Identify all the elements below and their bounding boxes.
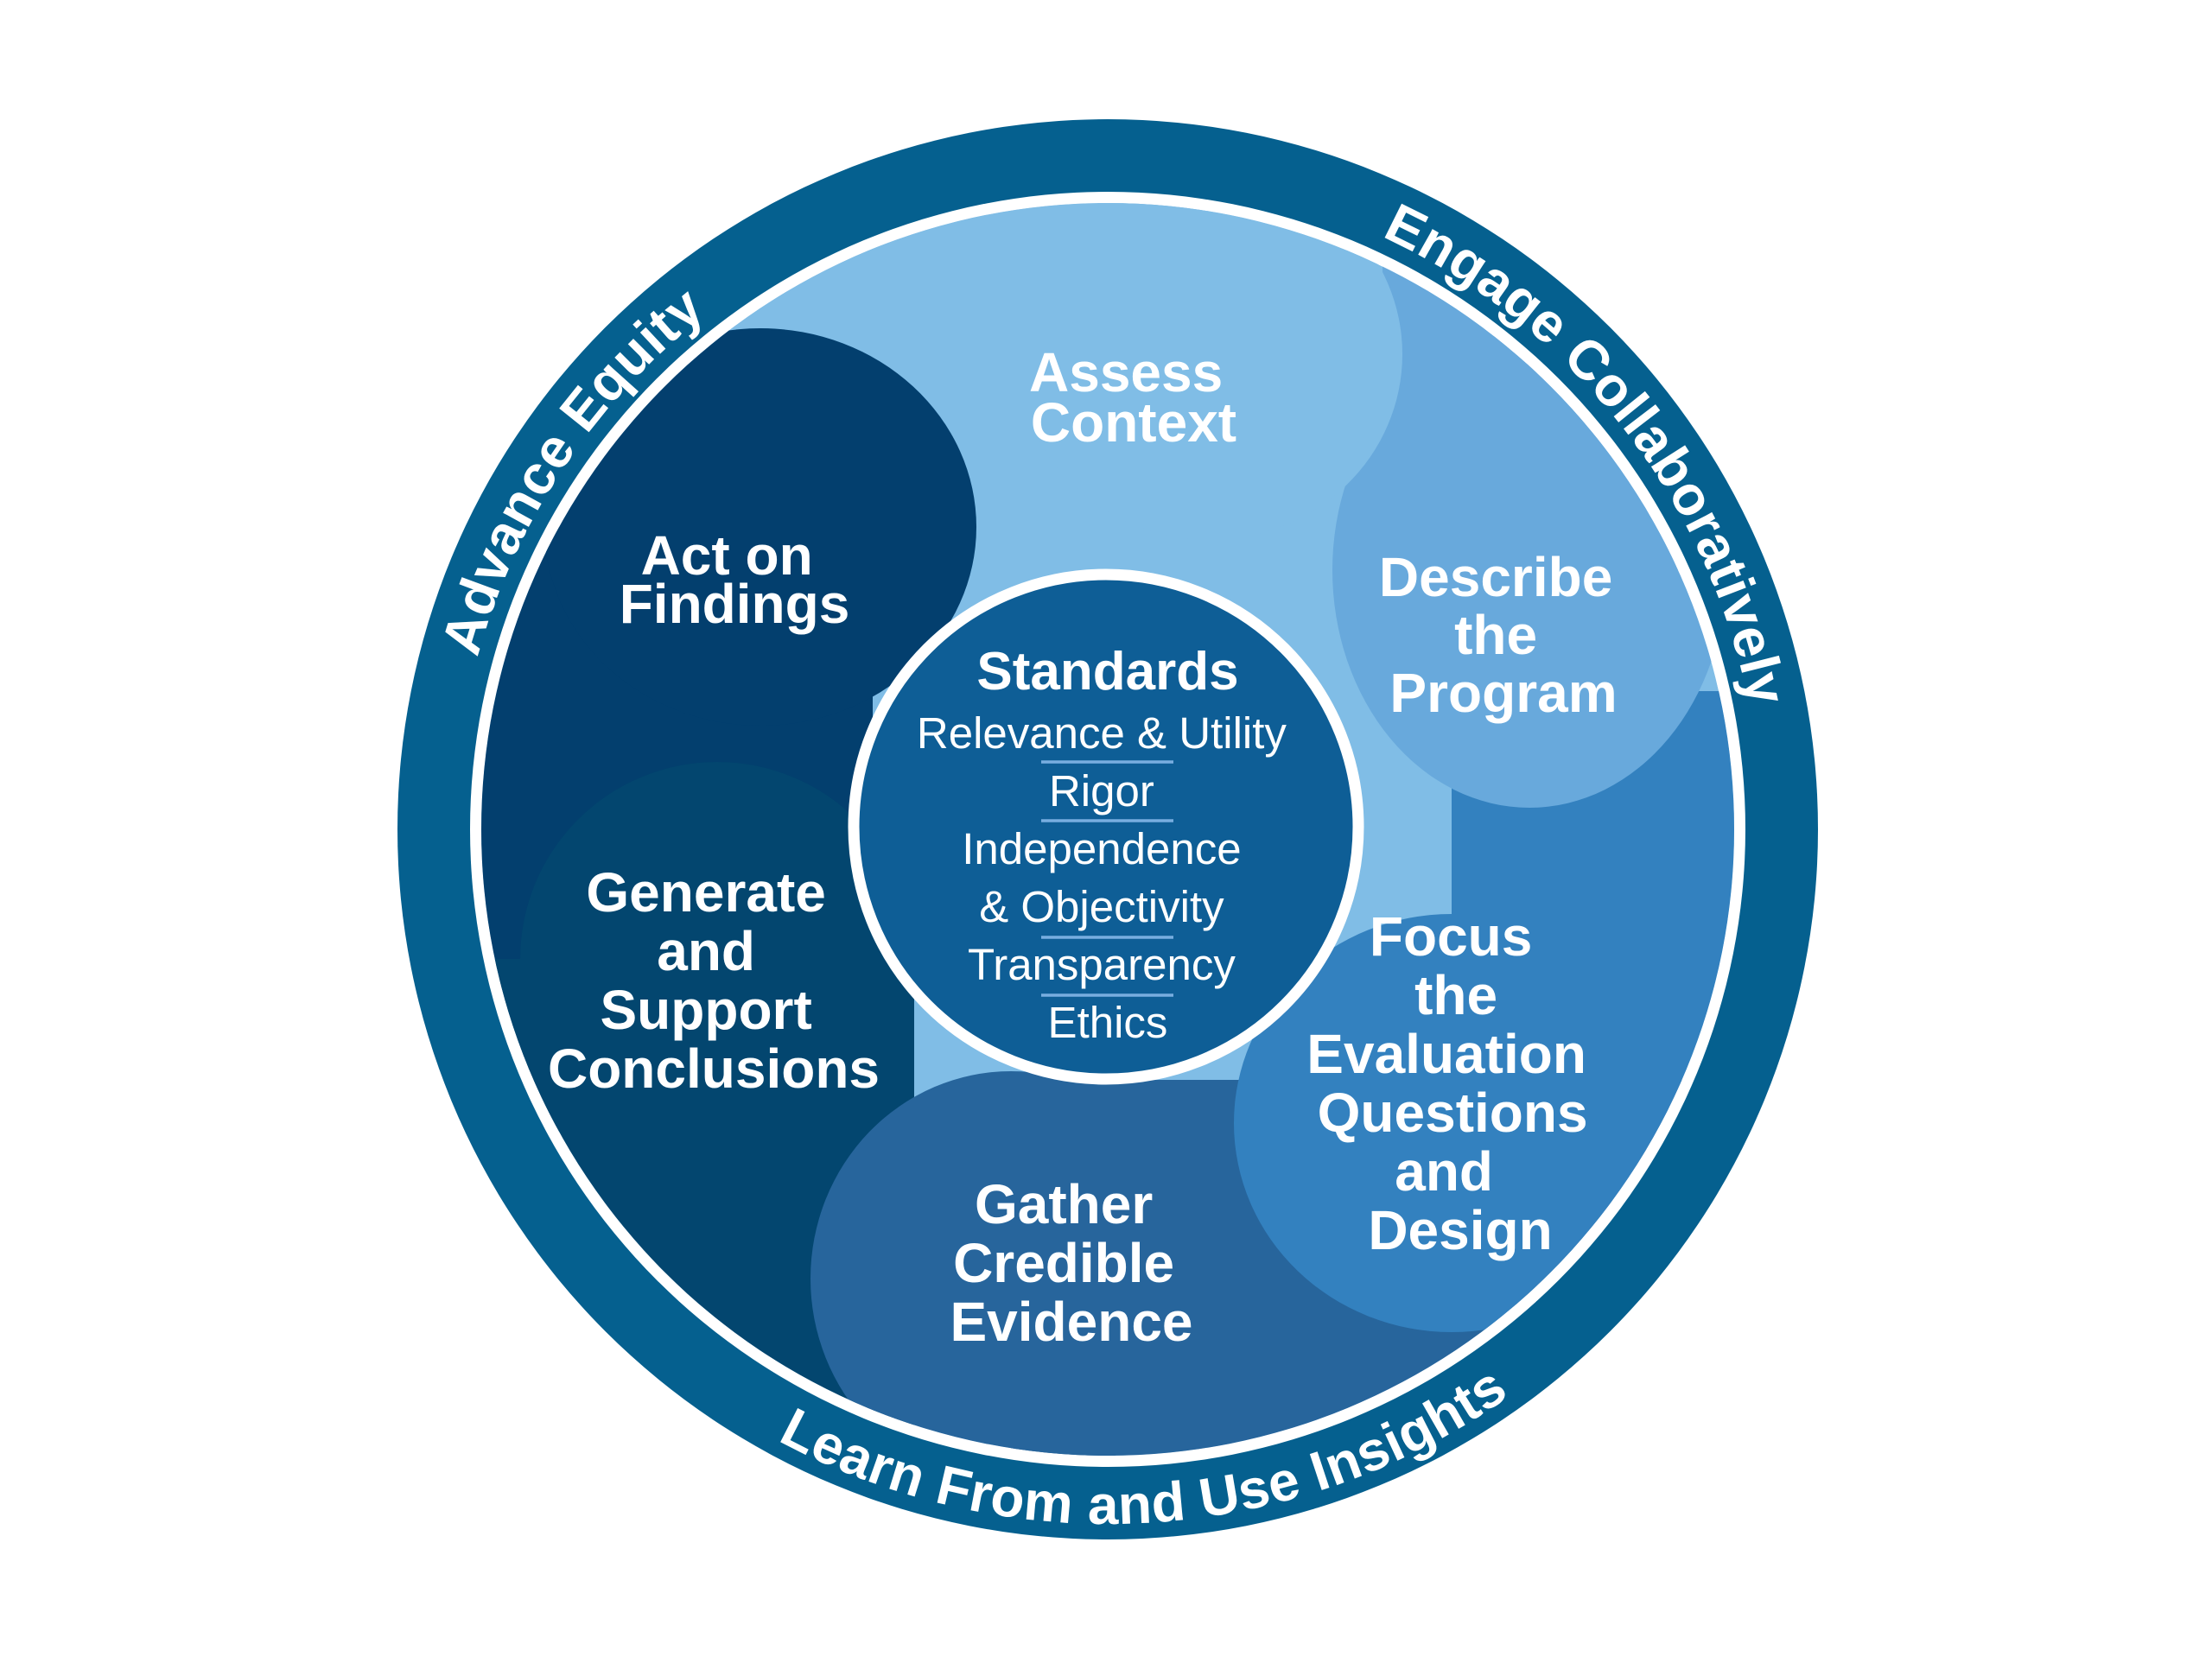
step-label-assess-context: Assess Context [1029,341,1238,454]
step-line: the [1414,964,1497,1026]
step-line: Describe [1379,546,1612,608]
standards-title-text: Standards [976,642,1238,701]
standard-item-rigor: Rigor [1049,766,1154,816]
step-line: Act on [641,524,813,587]
step-line: Conclusions [548,1038,880,1100]
step-line: Context [1031,391,1236,454]
step-label-act-on-findings: Act on Findings [620,524,850,635]
step-line: Assess [1029,341,1223,403]
step-label-describe-program: Describe the Program [1379,546,1628,724]
step-line: Generate [586,861,825,924]
step-label-generate-conclusions: Generate and Support Conclusions [548,861,880,1100]
standard-item-independence: Independence [962,824,1241,873]
standards-circle[interactable] [848,568,1364,1085]
step-line: Design [1368,1199,1552,1261]
step-line: Focus [1370,905,1532,968]
step-line: Program [1389,662,1617,724]
standards-title: Standards [976,642,1238,701]
step-line: Credible [953,1232,1174,1294]
step-line: Findings [620,573,850,635]
standard-item-ethics: Ethics [1048,998,1168,1047]
step-label-focus-evaluation: Focus the Evaluation Questions and Desig… [1306,905,1603,1261]
step-line: and [657,920,755,982]
step-line: the [1454,604,1537,666]
step-line: Evaluation [1306,1023,1586,1085]
step-line: Support [600,979,811,1041]
step-line: Questions [1318,1082,1588,1144]
petal-act-on-findings[interactable] [544,328,976,726]
standard-item-objectivity: & Objectivity [979,882,1224,931]
standard-item-transparency: Transparency [968,940,1236,989]
step-line: Gather [975,1173,1153,1235]
step-label-gather-evidence: Gather Credible Evidence [950,1173,1192,1353]
step-line: and [1395,1140,1493,1203]
standard-item-relevance-utility: Relevance & Utility [917,708,1287,758]
step-line: Evidence [950,1291,1192,1353]
standards-list: Relevance & Utility Rigor Independence &… [917,708,1299,1047]
